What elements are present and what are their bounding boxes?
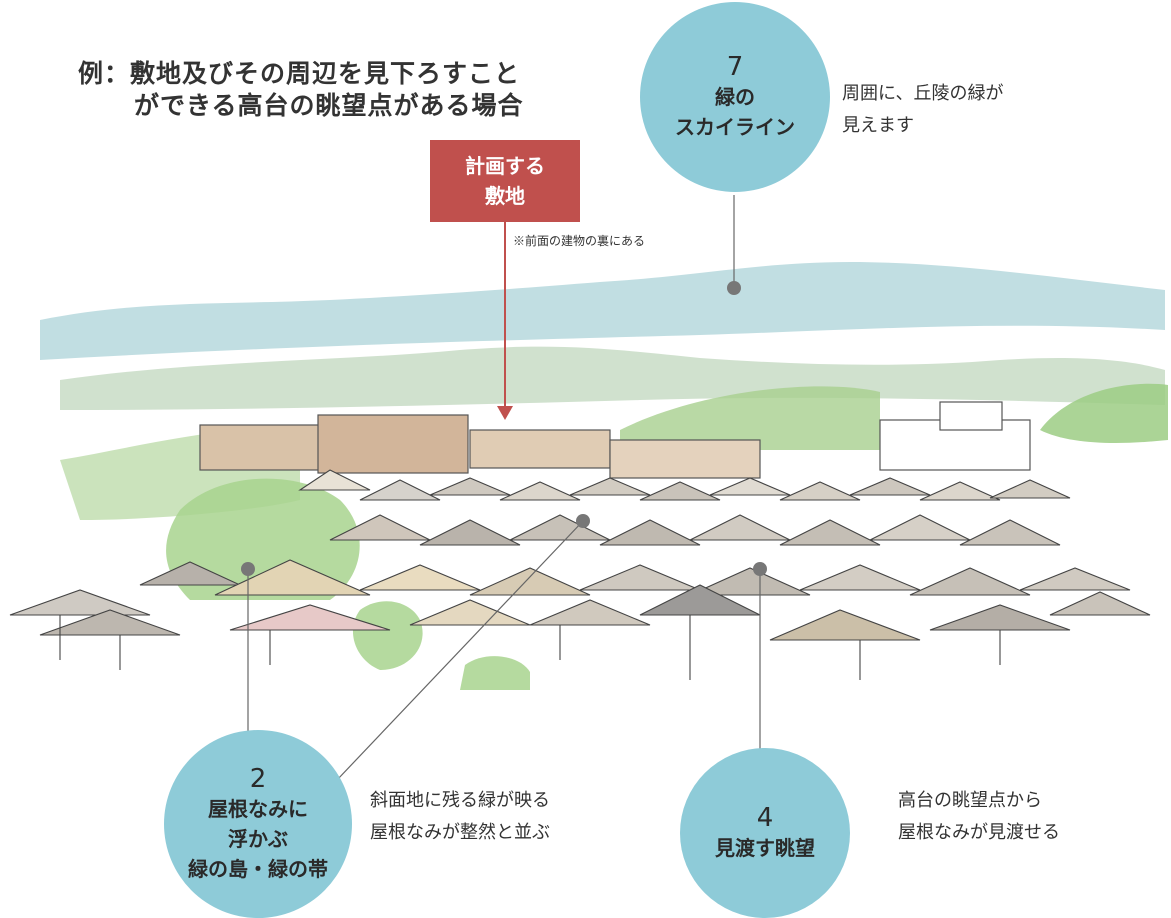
green-bush-bottom	[460, 656, 530, 690]
green-slope-right	[620, 386, 880, 450]
apartment-block-left	[199, 424, 321, 471]
site-label-box: 計画する 敷地	[430, 140, 580, 222]
viewpoint-2-desc-line-1: 斜面地に残る緑が映る	[370, 790, 550, 811]
middle-hills	[60, 346, 1165, 410]
marker-2a	[241, 562, 255, 576]
viewpoint-7-desc-line-2: 見えます	[842, 115, 914, 136]
site-note: ※前面の建物の裏にある	[513, 234, 646, 248]
viewpoint-2-title-1: 屋根なみに	[208, 797, 308, 821]
site-label-line-1: 計画する	[465, 154, 545, 178]
viewpoint-2-circle: 2 屋根なみに 浮かぶ 緑の島・緑の帯	[164, 730, 352, 918]
viewpoint-4-desc-line-1: 高台の眺望点から	[898, 790, 1042, 811]
roof-field	[9, 469, 1151, 680]
apartment-block-center	[317, 414, 469, 474]
viewpoint-7-description: 周囲に、丘陵の緑が 見えます	[842, 78, 1003, 142]
viewpoint-4-title-1: 見渡す眺望	[715, 836, 815, 860]
apartment-block-far	[609, 439, 761, 479]
viewpoint-2-number: 2	[249, 764, 267, 794]
viewpoint-2-title-2: 浮かぶ	[228, 827, 288, 851]
site-arrow-head	[497, 406, 513, 420]
viewpoint-7-circle: 7 緑の スカイライン	[640, 2, 830, 192]
viewpoint-2-description: 斜面地に残る緑が映る 屋根なみが整然と並ぶ	[370, 785, 550, 849]
green-slope-far-right	[1040, 383, 1168, 443]
viewpoint-7-title-2: スカイライン	[675, 115, 795, 139]
viewpoint-7-title-1: 緑の	[715, 85, 755, 109]
viewpoint-4-circle: 4 見渡す眺望	[680, 748, 850, 918]
marker-7	[727, 281, 741, 295]
page-heading: 例：敷地及びその周辺を見下ろすこと ができる高台の眺望点がある場合	[78, 58, 524, 122]
viewpoint-4-desc-line-2: 屋根なみが見渡せる	[898, 822, 1060, 843]
viewpoint-7-desc-line-1: 周囲に、丘陵の緑が	[842, 83, 1004, 104]
viewpoint-4-description: 高台の眺望点から 屋根なみが見渡せる	[898, 785, 1060, 849]
site-label-line-2: 敷地	[485, 184, 525, 208]
viewpoint-4-number: 4	[756, 803, 774, 833]
apartment-block-right	[469, 429, 611, 469]
marker-2b	[576, 514, 590, 528]
green-bush-small	[352, 601, 423, 670]
viewpoint-2-title-3: 緑の島・緑の帯	[188, 857, 328, 881]
heading-line-1: 例：敷地及びその周辺を見下ろすこと	[78, 59, 521, 88]
viewpoint-2-desc-line-2: 屋根なみが整然と並ぶ	[370, 822, 550, 843]
heading-line-2: ができる高台の眺望点がある場合	[134, 91, 524, 120]
viewpoint-7-number: 7	[726, 52, 744, 82]
distant-ridge	[40, 262, 1165, 360]
leader-line-2b	[317, 520, 584, 801]
tower-right	[939, 401, 1003, 431]
marker-4	[753, 562, 767, 576]
